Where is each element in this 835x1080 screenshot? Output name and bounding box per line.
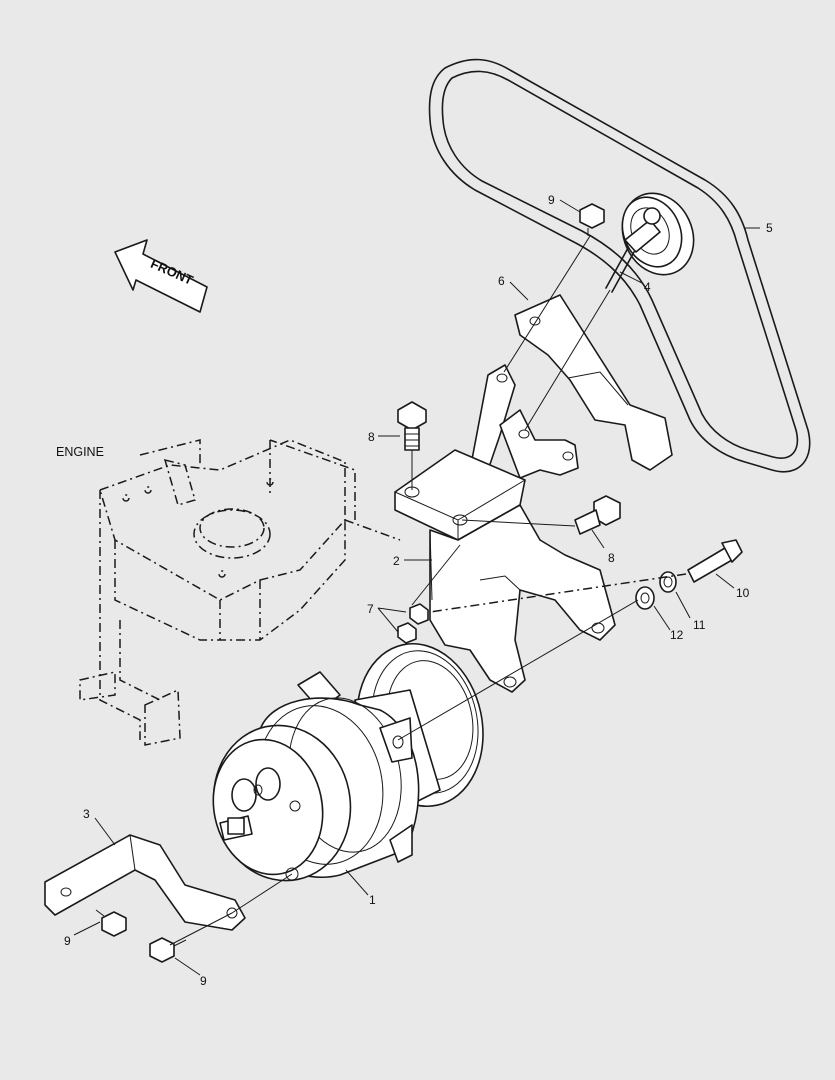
callout-leaders bbox=[73, 199, 760, 976]
drive-belt bbox=[428, 58, 811, 473]
front-direction-arrow: FRONT bbox=[114, 239, 208, 313]
callout-8-upper: 8 bbox=[368, 430, 375, 444]
callout-11: 11 bbox=[693, 618, 706, 632]
idler-bracket bbox=[514, 294, 673, 471]
fastener-bolt-10 bbox=[687, 539, 743, 583]
callout-6: 6 bbox=[498, 274, 505, 288]
callout-2: 2 bbox=[393, 554, 400, 568]
fastener-bolt-9-bottom bbox=[149, 937, 187, 963]
callout-4: 4 bbox=[644, 280, 651, 294]
callout-10: 10 bbox=[736, 586, 750, 600]
callout-12: 12 bbox=[670, 628, 684, 642]
fastener-bolt-8-lower bbox=[574, 495, 621, 535]
compressor-strap-bracket bbox=[44, 834, 246, 931]
fastener-nut-7 bbox=[397, 603, 429, 644]
callout-1: 1 bbox=[369, 893, 376, 907]
fastener-bolt-9-left bbox=[95, 909, 127, 937]
callout-9-top: 9 bbox=[548, 193, 555, 207]
assembly-lines bbox=[169, 235, 687, 946]
ac-compressor bbox=[212, 642, 484, 882]
callout-5: 5 bbox=[766, 221, 773, 235]
callout-8-lower: 8 bbox=[608, 551, 615, 565]
idler-pulley bbox=[605, 192, 695, 293]
fastener-washer-11 bbox=[659, 571, 677, 593]
engine-label: ENGINE bbox=[56, 445, 104, 459]
mounting-bracket bbox=[394, 364, 616, 693]
callout-9-bottom: 9 bbox=[200, 974, 207, 988]
fastener-washer-12 bbox=[635, 586, 655, 610]
engine-outline bbox=[79, 439, 401, 746]
callout-7: 7 bbox=[367, 602, 374, 616]
callout-9-left: 9 bbox=[64, 934, 71, 948]
fastener-bolt-9-top bbox=[579, 203, 605, 236]
callout-3: 3 bbox=[83, 807, 90, 821]
fastener-bolt-8-upper bbox=[397, 401, 427, 451]
